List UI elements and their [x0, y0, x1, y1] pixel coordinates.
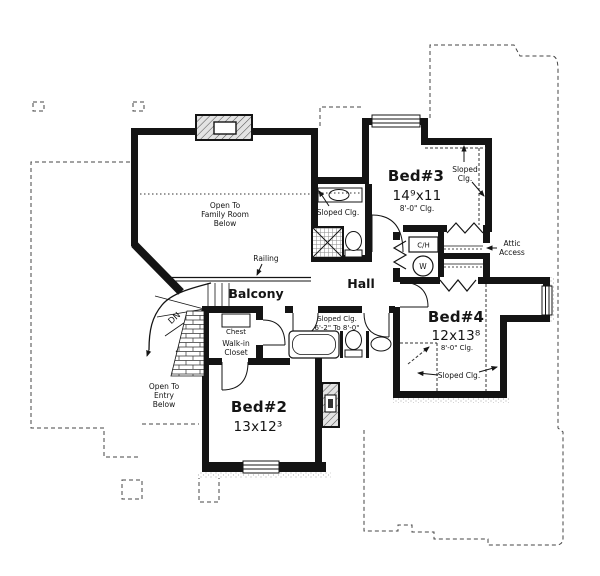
roofline-left: [30, 161, 141, 458]
family-room-chimney: [195, 114, 253, 141]
attic-label-1: Attic: [503, 239, 520, 248]
balcony-railing: [167, 276, 311, 282]
doors: [221, 214, 429, 391]
ch-label: C/H: [417, 242, 430, 250]
walkin-closet-door: [262, 319, 286, 346]
hall-label: Hall: [347, 276, 374, 291]
walkin-label-1: Walk-in: [222, 339, 250, 348]
lower-closet-bifold: [439, 279, 477, 292]
laundry-bifold: [392, 240, 408, 270]
bed2-window: [242, 460, 280, 474]
windows: [242, 114, 553, 474]
brick-under-stairs: [170, 310, 205, 377]
bed4-sloped-right-arrow: [478, 365, 498, 373]
bed3-sloped-leader: [471, 181, 485, 197]
angled-wall: [131, 241, 184, 295]
bath1-sloped-arrow: [318, 190, 330, 207]
chimneys: [195, 114, 340, 428]
family-room-label-2: Family Room: [201, 210, 249, 219]
labels: Open To Family Room Below Railing Balcon…: [149, 165, 525, 435]
railing-arrow: [256, 263, 263, 276]
bath2-divider-1: [340, 331, 343, 358]
bathtub: [288, 330, 340, 359]
bed2-dim: 13x12³: [234, 419, 283, 435]
roof-marker-2: [132, 101, 145, 112]
bed3-clg: 8'-0" Clg.: [400, 204, 435, 213]
toilet-bath2: [344, 330, 363, 358]
bed4-door: [399, 281, 429, 308]
bay-window: [541, 285, 553, 316]
sink-bath2: [370, 336, 392, 352]
porch-post-2: [198, 473, 220, 503]
bath2-divider-2: [366, 331, 369, 358]
bath2-door-right: [363, 312, 390, 338]
bath2-sloped-2: 6'-2" To 8'-0": [315, 324, 360, 332]
vanity-sink-bath1: [317, 187, 363, 203]
fixtures: [221, 187, 439, 359]
bed3-dim: 14⁹x11: [393, 188, 442, 204]
ceiling-lines: [140, 147, 487, 391]
roofline-top-middle: [319, 106, 362, 126]
stair-rail-end: [146, 349, 152, 357]
bed4-name: Bed#4: [428, 308, 484, 326]
bed3-name: Bed#3: [388, 167, 444, 185]
entry-label-1: Open To: [149, 382, 180, 391]
shower: [311, 226, 344, 259]
bed3-closet-bifold: [446, 222, 484, 234]
bed2-chimney: [321, 382, 340, 428]
bed2-name: Bed#2: [231, 398, 287, 416]
bed3-window: [371, 114, 421, 128]
bath2-sloped-1: Sloped Clg.: [317, 315, 357, 323]
entry-label-3: Below: [153, 400, 176, 409]
bed4-dim: 12x13⁸: [432, 328, 481, 344]
railing-label: Railing: [253, 254, 279, 263]
bed4-sloped: Sloped Clg.: [438, 371, 480, 380]
bed4-sloped-left-arrow: [417, 370, 439, 377]
balcony-label: Balcony: [228, 286, 283, 301]
bed4-clg: 8'-0" Clg.: [441, 344, 473, 352]
porch-post-1: [121, 479, 143, 500]
washer-circle: [412, 255, 434, 277]
family-room-label-3: Below: [214, 219, 237, 228]
toilet-bath1: [344, 231, 363, 258]
closets: [392, 222, 484, 292]
bed2-closet-door: [221, 361, 249, 391]
chest-box: [221, 313, 251, 328]
bath1-sloped: Sloped Clg.: [317, 208, 359, 217]
bed3-sloped-2: Clg.: [458, 174, 472, 183]
walkin-label-2: Closet: [224, 348, 247, 357]
attic-label-2: Access: [499, 248, 525, 257]
walls: [131, 118, 550, 472]
stair-rail-curve: [148, 282, 212, 351]
ch-box: [408, 236, 439, 253]
arrows: [256, 145, 498, 377]
bed3-sloped-1: Sloped: [452, 165, 478, 174]
roofline-right: [363, 44, 564, 546]
family-room-label-1: Open To: [210, 201, 241, 210]
washer-label: W: [419, 262, 427, 271]
bath1-door: [371, 214, 404, 253]
chest-label: Chest: [226, 328, 246, 336]
entry-label-2: Entry: [154, 391, 175, 400]
stairs-balcony: [146, 276, 311, 377]
roof-marker-1: [32, 101, 45, 112]
